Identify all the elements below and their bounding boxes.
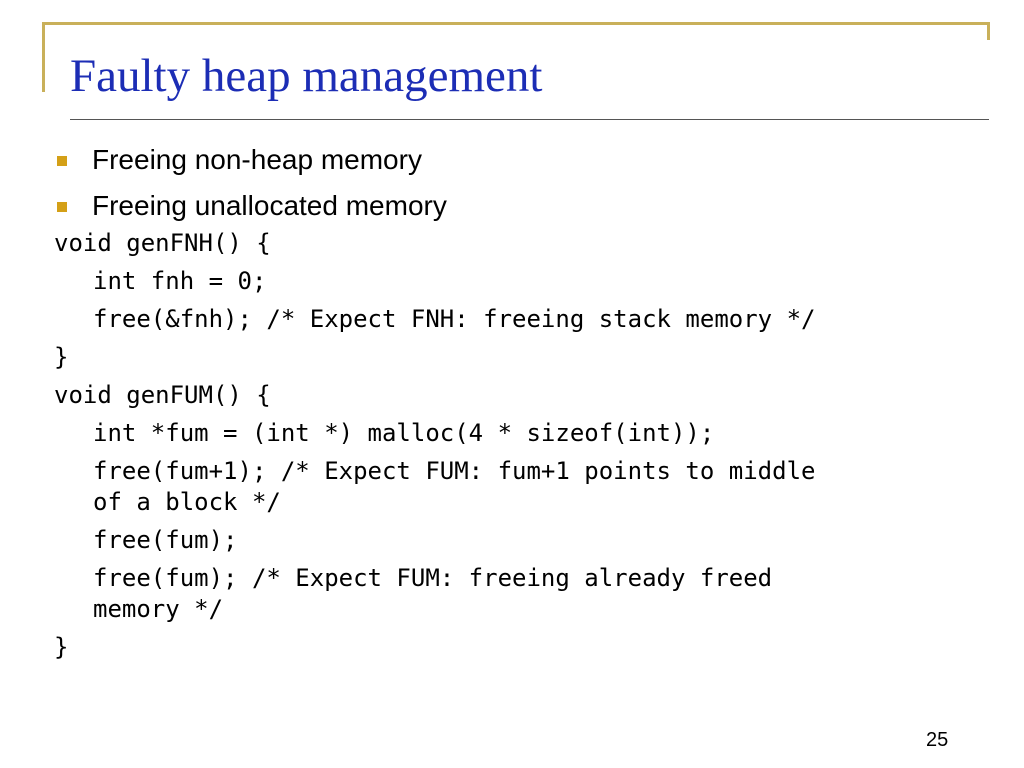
bullet-text: Freeing non-heap memory	[92, 144, 422, 175]
square-bullet-icon	[57, 202, 67, 212]
code-text: free(fum);	[93, 526, 238, 554]
frame-accent-top	[42, 22, 990, 25]
code-line: free(fum+1); /* Expect FUM: fum+1 points…	[54, 456, 815, 518]
code-text: int *fum = (int *) malloc(4 * sizeof(int…	[93, 419, 715, 447]
bullet-item: Freeing unallocated memory	[54, 186, 447, 232]
code-line: free(&fnh); /* Expect FNH: freeing stack…	[54, 304, 815, 335]
bullet-item: Freeing non-heap memory	[54, 140, 447, 186]
code-line: int fnh = 0;	[54, 266, 815, 297]
code-line: void genFNH() {	[54, 228, 815, 259]
code-line: void genFUM() {	[54, 380, 815, 411]
code-text-continuation: of a block */	[93, 488, 281, 516]
frame-accent-left	[42, 22, 45, 92]
code-text: free(fum); /* Expect FUM: freeing alread…	[93, 564, 773, 592]
code-line: free(fum); /* Expect FUM: freeing alread…	[54, 563, 815, 625]
code-line: }	[54, 632, 815, 663]
code-text: free(fum+1); /* Expect FUM: fum+1 points…	[93, 457, 816, 485]
title-divider	[70, 119, 989, 120]
code-block: void genFNH() { int fnh = 0; free(&fnh);…	[54, 228, 815, 670]
code-text: free(&fnh); /* Expect FNH: freeing stack…	[93, 305, 816, 333]
code-line: int *fum = (int *) malloc(4 * sizeof(int…	[54, 418, 815, 449]
code-line: free(fum);	[54, 525, 815, 556]
code-text-continuation: memory */	[93, 595, 224, 623]
code-text: void genFUM() {	[54, 381, 271, 409]
code-text: }	[54, 343, 69, 371]
page-number: 25	[926, 729, 949, 751]
bullet-list: Freeing non-heap memory Freeing unalloca…	[54, 140, 447, 232]
code-text: int fnh = 0;	[93, 267, 267, 295]
code-line: }	[54, 342, 815, 373]
slide-title: Faulty heap management	[70, 50, 543, 102]
code-text: void genFNH() {	[54, 229, 271, 257]
code-text: }	[54, 633, 69, 661]
bullet-text: Freeing unallocated memory	[92, 190, 447, 221]
frame-accent-right	[987, 22, 990, 40]
square-bullet-icon	[57, 156, 67, 166]
